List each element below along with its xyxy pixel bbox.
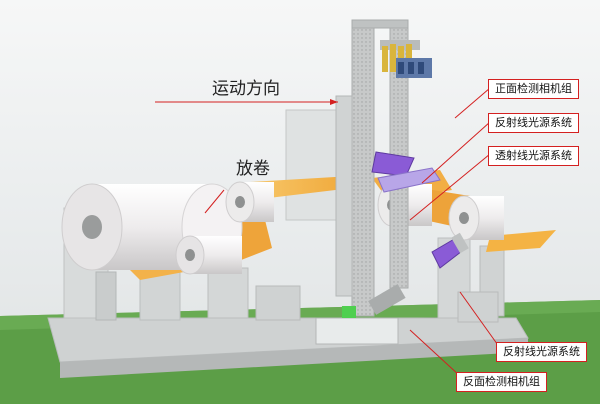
reflection-light-top-label: 反射线光源系统 — [488, 113, 579, 133]
callout-lines — [155, 87, 501, 377]
transmission-light-label: 透射线光源系统 — [488, 146, 579, 166]
guide-rollers — [175, 181, 504, 275]
reflection-light-bottom-label: 反射线光源系统 — [496, 342, 587, 362]
reflection-light-top — [371, 151, 441, 193]
back-camera-group — [315, 284, 406, 345]
frame-uprights — [335, 19, 409, 317]
transmission-light — [431, 232, 469, 269]
unwind-label: 放卷 — [236, 159, 270, 179]
back-camera-group-label: 反面检测相机组 — [456, 372, 547, 392]
motion-direction-label: 运动方向 — [212, 79, 280, 99]
front-camera-group — [380, 40, 432, 78]
front-camera-group-label: 正面检测相机组 — [488, 79, 579, 99]
